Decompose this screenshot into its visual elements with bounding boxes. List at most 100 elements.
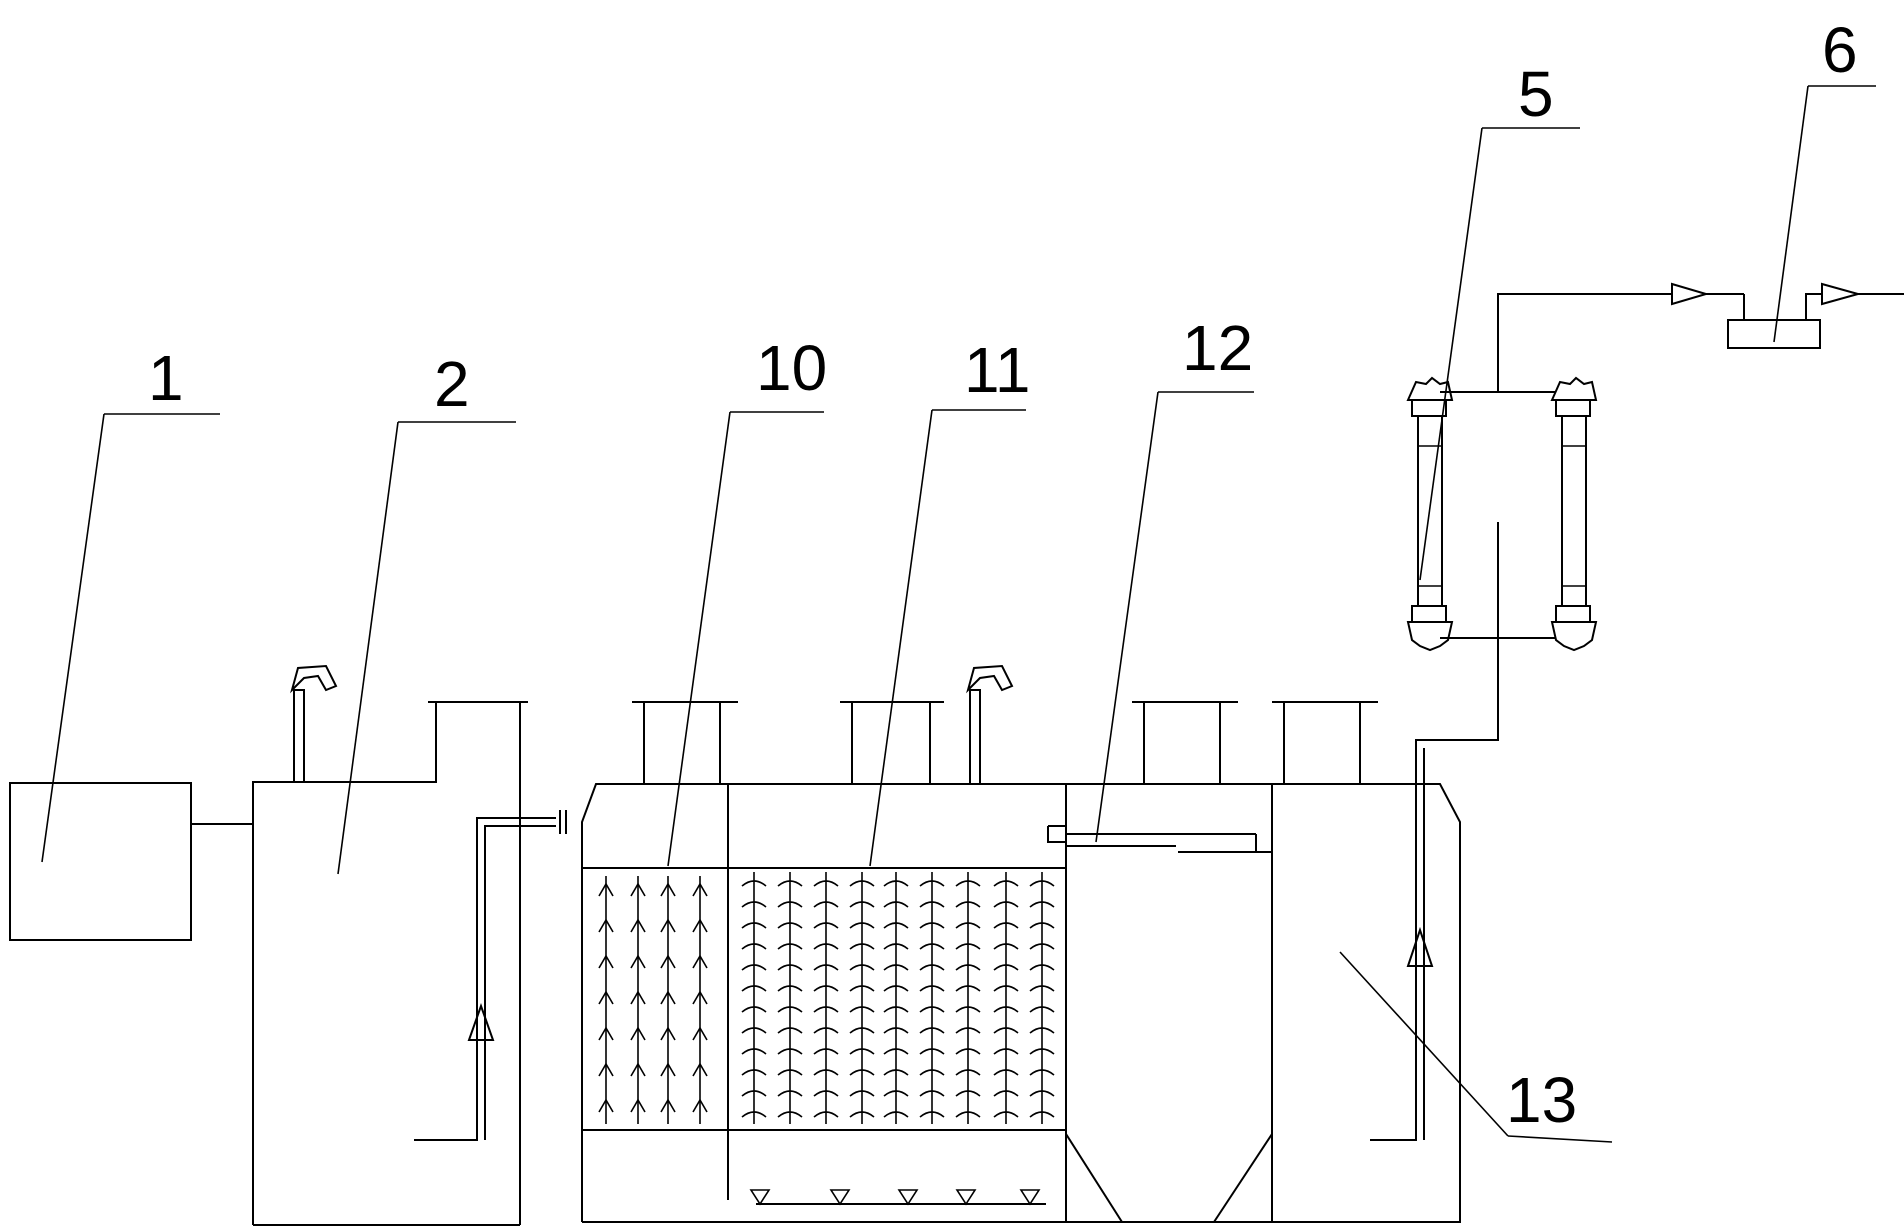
media-tuft-icon [955,1090,981,1097]
label-5: 5 [1518,58,1554,130]
media-tuft-icon [849,880,875,887]
media-tuft-icon [1029,1027,1055,1034]
up-chevron-icon [598,918,614,933]
media-tuft-icon [993,1069,1019,1076]
media-tuft-icon [777,1027,803,1034]
media-tuft-icon [741,1090,767,1097]
up-chevron-icon [630,1098,646,1113]
diffuser-icon [1019,1189,1041,1206]
up-chevron-icon [598,1026,614,1041]
media-tuft-icon [777,1069,803,1076]
media-tuft-icon [777,1006,803,1013]
media-tuft-icon [813,1048,839,1055]
media-tuft-icon [1029,964,1055,971]
media-tuft-icon [993,1027,1019,1034]
media-tuft-icon [883,922,909,929]
label-13: 13 [1506,1064,1577,1136]
media-tuft-icon [919,943,945,950]
up-chevron-icon [598,1062,614,1077]
diffuser-icon [829,1189,851,1206]
up-chevron-icon [692,1098,708,1113]
flow-arrow-icon [1671,282,1710,306]
label-2: 2 [434,348,470,420]
media-tuft-icon [777,880,803,887]
media-tuft-icon [741,1027,767,1034]
media-tuft-icon [883,901,909,908]
up-chevron-icon [598,1098,614,1113]
media-tuft-icon [813,985,839,992]
up-chevron-icon [660,1062,676,1077]
up-chevron-icon [660,954,676,969]
up-chevron-icon [660,918,676,933]
media-tuft-icon [849,1027,875,1034]
flow-arrow-icon [1406,926,1434,967]
media-tuft-icon [955,922,981,929]
media-tuft-icon [919,1090,945,1097]
label-12: 12 [1182,312,1253,384]
up-chevron-icon [692,990,708,1005]
media-tuft-icon [849,1111,875,1118]
media-tuft-icon [955,985,981,992]
media-tuft-icon [777,985,803,992]
media-tuft-icon [813,922,839,929]
media-tuft-icon [955,901,981,908]
media-tuft-icon [849,1069,875,1076]
media-tuft-icon [1029,1006,1055,1013]
media-tuft-icon [955,880,981,887]
media-tuft-icon [993,1090,1019,1097]
media-tuft-icon [777,901,803,908]
media-tuft-icon [883,943,909,950]
media-tuft-icon [813,1027,839,1034]
up-chevron-icon [660,990,676,1005]
up-chevron-icon [660,1026,676,1041]
up-chevron-icon [630,990,646,1005]
media-tuft-icon [955,1111,981,1118]
media-tuft-icon [813,1006,839,1013]
up-chevron-icon [630,954,646,969]
media-tuft-icon [849,1006,875,1013]
media-tuft-icon [1029,1090,1055,1097]
media-tuft-icon [741,1111,767,1118]
media-tuft-icon [777,1111,803,1118]
media-tuft-icon [813,1090,839,1097]
media-tuft-icon [919,1006,945,1013]
media-tuft-icon [993,922,1019,929]
media-tuft-icon [919,985,945,992]
media-tuft-icon [741,985,767,992]
media-tuft-icon [993,985,1019,992]
media-tuft-icon [1029,943,1055,950]
media-tuft-icon [813,1111,839,1118]
media-tuft-icon [883,1090,909,1097]
up-chevron-icon [630,1026,646,1041]
media-tuft-icon [849,922,875,929]
unit-1-feed-box [9,782,253,941]
label-11: 11 [964,334,1030,406]
aerobic-media-grid [741,872,1055,1124]
media-tuft-icon [1029,1111,1055,1118]
up-chevron-icon [692,1062,708,1077]
media-tuft-icon [993,1048,1019,1055]
media-tuft-icon [919,922,945,929]
media-tuft-icon [777,964,803,971]
media-tuft-icon [777,1048,803,1055]
media-tuft-icon [883,1027,909,1034]
media-tuft-icon [777,1090,803,1097]
vent-pipe-icon [966,664,1014,785]
media-tuft-icon [813,1069,839,1076]
media-tuft-icon [919,1069,945,1076]
media-tuft-icon [955,943,981,950]
media-tuft-icon [1029,1069,1055,1076]
media-tuft-icon [993,943,1019,950]
up-chevron-icon [692,954,708,969]
up-chevron-icon [598,882,614,897]
label-6: 6 [1822,14,1858,86]
unit-2-regulating-tank [252,664,567,1226]
media-tuft-icon [883,1111,909,1118]
media-tuft-icon [883,1069,909,1076]
media-tuft-icon [849,964,875,971]
media-tuft-icon [993,880,1019,887]
media-tuft-icon [849,901,875,908]
media-tuft-icon [883,964,909,971]
main-treatment-tank [581,522,1499,1223]
